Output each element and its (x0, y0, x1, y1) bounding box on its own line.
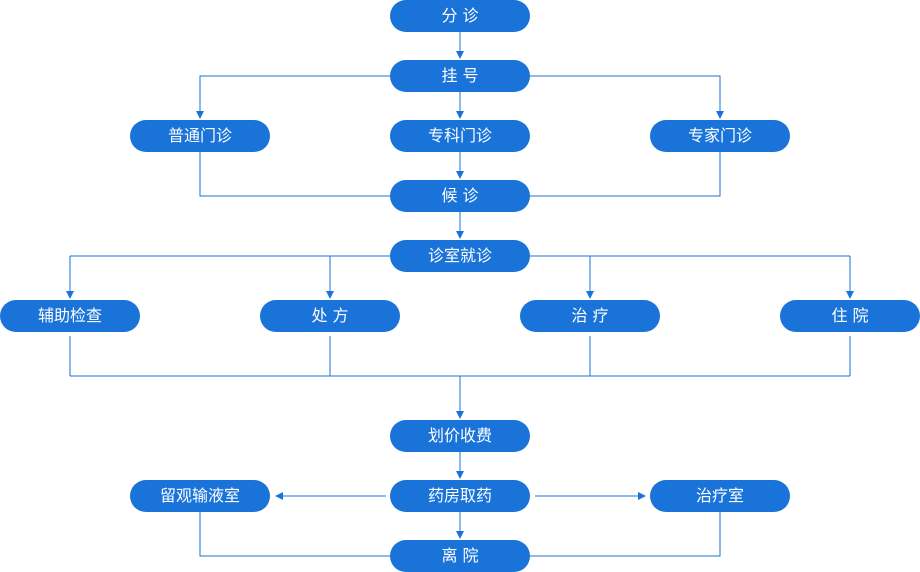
node-chufang: 处 方 (260, 300, 400, 332)
node-zhenshi-jiuzhen: 诊室就诊 (390, 240, 530, 272)
line-zhiliaoshi-liyuan (530, 512, 721, 557)
node-guahao: 挂 号 (390, 60, 530, 92)
node-houzhen: 候 诊 (390, 180, 530, 212)
arrow-guahao-putong (196, 75, 390, 119)
node-zhuyuan: 住 院 (780, 300, 920, 332)
line-zhuanjia-houzhen (530, 152, 721, 197)
line-liuguan-liyuan (199, 512, 390, 557)
node-zhuanjia-menzhen: 专家门诊 (650, 120, 790, 152)
node-zhuanke-menzhen: 专科门诊 (390, 120, 530, 152)
node-liuguan-shuyeshi: 留观输液室 (130, 480, 270, 512)
node-fuzhu-jiancha: 辅助检查 (0, 300, 140, 332)
node-zhiliao: 治 疗 (520, 300, 660, 332)
node-liyuan: 离 院 (390, 540, 530, 572)
node-fenzhen: 分 诊 (390, 0, 530, 32)
node-zhiliaoshi: 治疗室 (650, 480, 790, 512)
node-yaofang-quyao: 药房取药 (390, 480, 530, 512)
node-huajia-shoufei: 划价收费 (390, 420, 530, 452)
arrow-guahao-zhuanjia (530, 75, 724, 119)
line-putong-houzhen (199, 152, 390, 197)
node-putong-menzhen: 普通门诊 (130, 120, 270, 152)
